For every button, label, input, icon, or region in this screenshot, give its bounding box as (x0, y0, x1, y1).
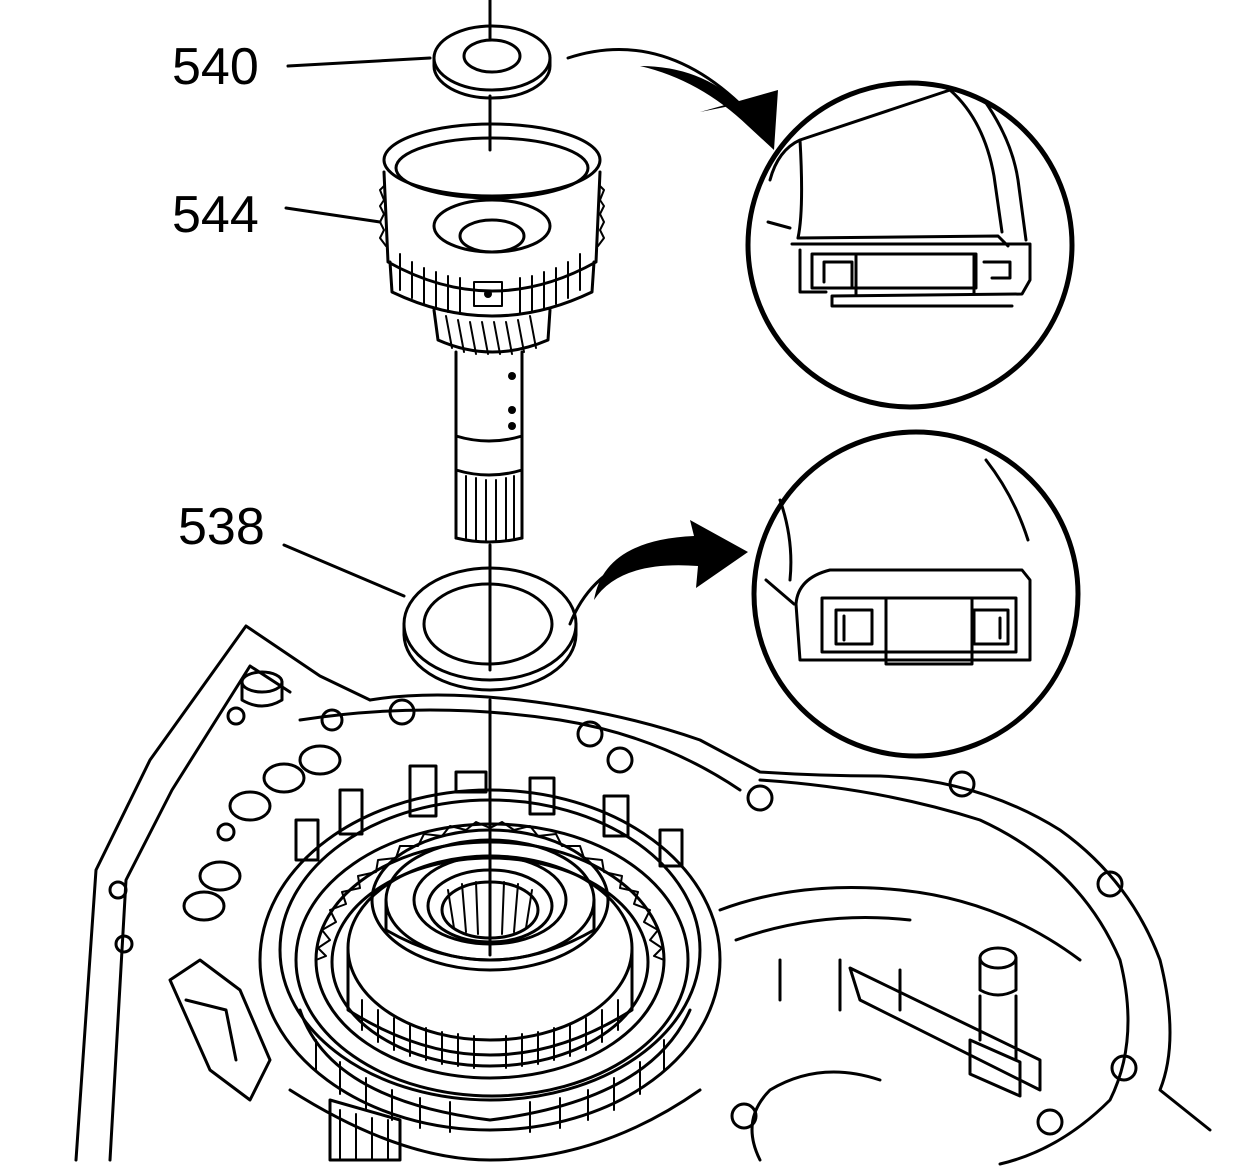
clutch-gear-stack (258, 764, 722, 1162)
leader-line-538 (282, 543, 406, 598)
case-plug (240, 670, 284, 708)
transmission-case (74, 624, 1212, 1166)
arrow-icon (568, 520, 748, 626)
detail-view-icon (751, 429, 1081, 759)
case-plug (978, 946, 1018, 997)
callout-label-544: 544 (172, 186, 259, 244)
callout-label-538: 538 (178, 498, 265, 556)
arrow-icon (566, 48, 778, 150)
thrust-race-538 (402, 566, 578, 692)
gear-shaft-assembly-544 (379, 122, 605, 544)
detail-view-icon (745, 80, 1075, 410)
leader-line-544 (284, 206, 382, 224)
callout-label-540: 540 (172, 38, 259, 96)
leader-line-540 (286, 56, 432, 68)
thrust-washer-540 (432, 24, 552, 100)
